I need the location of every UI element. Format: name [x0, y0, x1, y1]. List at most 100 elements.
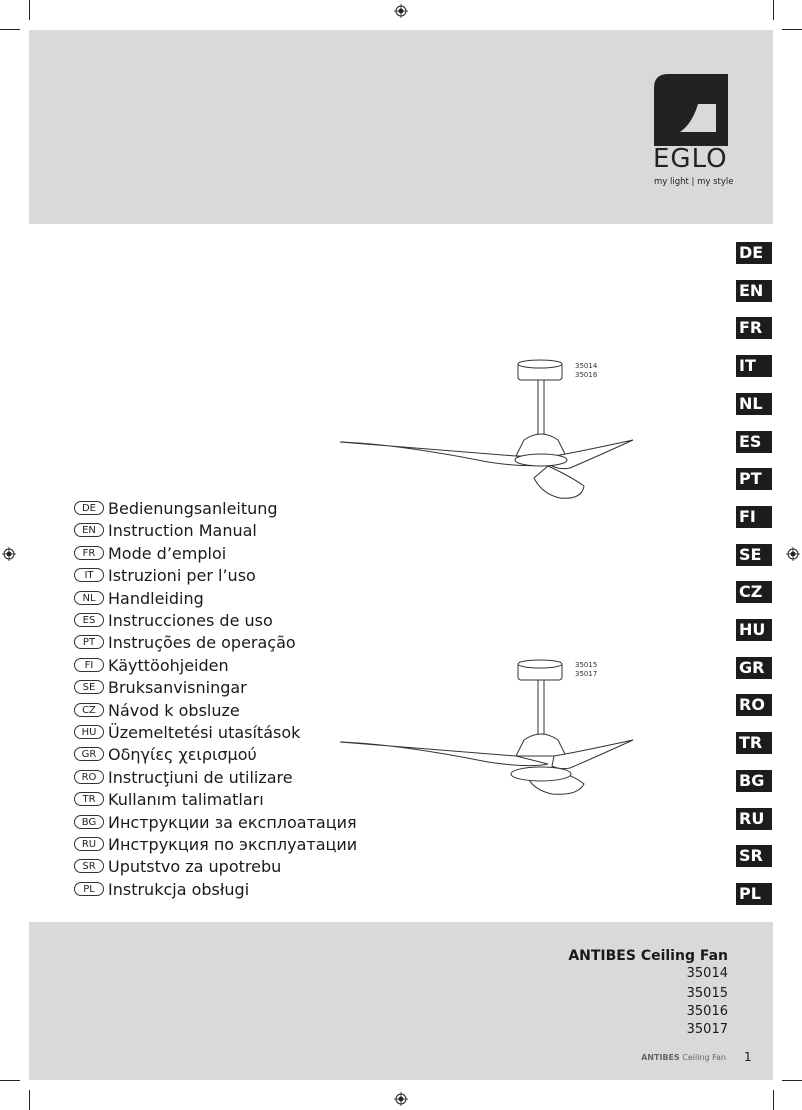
manual-title-row: SR Uputstvo za upotrebu	[74, 855, 281, 877]
language-code-badge: RO	[74, 770, 104, 784]
manual-title-row: IT Istruzioni per l’uso	[74, 564, 256, 586]
language-tab-hu[interactable]: HU	[736, 619, 772, 641]
language-code-badge: NL	[74, 591, 104, 605]
ceiling-fan-illustration-2	[339, 659, 634, 795]
manual-title-text: Instrukcja obsługi	[108, 879, 250, 899]
crop-mark	[29, 1090, 30, 1110]
language-code-badge: PL	[74, 882, 104, 896]
crop-mark	[782, 29, 802, 30]
manual-title-row: DE Bedienungsanleitung	[74, 497, 278, 519]
manual-title-text: Инструкция по эксплуатации	[108, 834, 358, 854]
footer-product-name: ANTIBES Ceiling Fan	[641, 1053, 726, 1062]
manual-title-row: EN Instruction Manual	[74, 519, 257, 541]
language-tab-se[interactable]: SE	[736, 544, 772, 566]
brand-tagline: my light | my style	[654, 177, 734, 187]
manual-title-row: HU Üzemeltetési utasítások	[74, 721, 300, 743]
fan-1-model-2: 35016	[575, 371, 598, 379]
language-tab-pt[interactable]: PT	[736, 468, 772, 490]
manual-title-row: PT Instruções de operação	[74, 631, 296, 653]
language-tab-bg[interactable]: BG	[736, 770, 772, 792]
manual-title-text: Istruzioni per l’uso	[108, 565, 256, 585]
manual-title-text: Bedienungsanleitung	[108, 498, 278, 518]
product-model-number: 35016	[686, 1004, 728, 1019]
crop-mark	[773, 1090, 774, 1110]
language-code-badge: RU	[74, 837, 104, 851]
manual-title-text: Üzemeltetési utasítások	[108, 722, 301, 742]
fan-2-model-1: 35015	[575, 661, 598, 669]
language-code-badge: FI	[74, 658, 104, 672]
language-tab-sr[interactable]: SR	[736, 845, 772, 867]
footer-brand-bold: ANTIBES	[641, 1053, 680, 1062]
language-tab-en[interactable]: EN	[736, 280, 772, 302]
manual-title-text: Návod k obsluze	[108, 700, 240, 720]
manual-title-row: CZ Návod k obsluze	[74, 699, 240, 721]
language-tab-es[interactable]: ES	[736, 431, 772, 453]
footer-brand-rest: Ceiling Fan	[679, 1053, 726, 1062]
registration-mark-icon	[394, 4, 408, 18]
product-model-number: 35015	[686, 986, 728, 1001]
language-code-badge: HU	[74, 725, 104, 739]
product-model-number: 35017	[686, 1022, 728, 1037]
footer-band	[29, 922, 773, 1080]
brand-name: EGLO	[653, 144, 728, 174]
manual-title-text: Instrucţiuni de utilizare	[108, 767, 293, 787]
language-tab-de[interactable]: DE	[736, 242, 772, 264]
manual-title-text: Bruksanvisningar	[108, 677, 247, 697]
product-model-number: 35014	[686, 966, 728, 981]
language-tab-it[interactable]: IT	[736, 355, 772, 377]
manual-title-text: Käyttöohjeiden	[108, 655, 229, 675]
registration-mark-icon	[2, 547, 16, 561]
language-code-badge: GR	[74, 747, 104, 761]
crop-mark	[29, 0, 30, 20]
registration-mark-icon	[786, 547, 800, 561]
manual-title-text: Инструкции за експлоатация	[108, 812, 357, 832]
language-code-badge: IT	[74, 568, 104, 582]
registration-mark-icon	[394, 1092, 408, 1106]
manual-title-text: Uputstvo za upotrebu	[108, 856, 282, 876]
page-number: 1	[744, 1050, 752, 1064]
crop-mark	[0, 29, 20, 30]
language-code-badge: DE	[74, 501, 104, 515]
language-code-badge: PT	[74, 635, 104, 649]
product-title: ANTIBES Ceiling Fan	[568, 948, 728, 964]
manual-title-text: Kullanım talimatları	[108, 789, 264, 809]
manual-title-row: SE Bruksanvisningar	[74, 676, 247, 698]
eglo-logo-icon	[654, 74, 728, 146]
language-code-badge: EN	[74, 523, 104, 537]
manual-title-row: BG Инструкции за експлоатация	[74, 811, 357, 833]
language-tab-gr[interactable]: GR	[736, 657, 772, 679]
crop-mark	[773, 0, 774, 20]
language-tab-fi[interactable]: FI	[736, 506, 772, 528]
header-band	[29, 30, 773, 224]
language-code-badge: BG	[74, 815, 104, 829]
language-tab-ro[interactable]: RO	[736, 694, 772, 716]
manual-title-row: PL Instrukcja obsługi	[74, 878, 249, 900]
manual-title-text: Instruction Manual	[108, 520, 257, 540]
language-code-badge: SR	[74, 859, 104, 873]
manual-title-text: Instruções de operação	[108, 632, 296, 652]
language-tab-cz[interactable]: CZ	[736, 581, 772, 603]
manual-title-row: RO Instrucţiuni de utilizare	[74, 766, 293, 788]
language-tab-fr[interactable]: FR	[736, 317, 772, 339]
ceiling-fan-illustration-1	[339, 359, 634, 499]
language-tab-nl[interactable]: NL	[736, 393, 772, 415]
fan-1-model-1: 35014	[575, 362, 598, 370]
crop-mark	[0, 1080, 20, 1081]
manual-title-row: FI Käyttöohjeiden	[74, 654, 229, 676]
language-code-badge: ES	[74, 613, 104, 627]
language-tab-ru[interactable]: RU	[736, 808, 772, 830]
manual-title-row: GR Οδηγίες χειρισμού	[74, 743, 257, 765]
manual-title-row: ES Instrucciones de uso	[74, 609, 273, 631]
fan-2-model-2: 35017	[575, 670, 598, 678]
language-tab-tr[interactable]: TR	[736, 732, 772, 754]
manual-title-text: Οδηγίες χειρισμού	[108, 744, 257, 764]
manual-title-row: RU Инструкция по эксплуатации	[74, 833, 357, 855]
language-code-badge: CZ	[74, 703, 104, 717]
language-tab-pl[interactable]: PL	[736, 883, 772, 905]
language-code-badge: SE	[74, 680, 104, 694]
manual-title-text: Instrucciones de uso	[108, 610, 273, 630]
crop-mark	[782, 1080, 802, 1081]
